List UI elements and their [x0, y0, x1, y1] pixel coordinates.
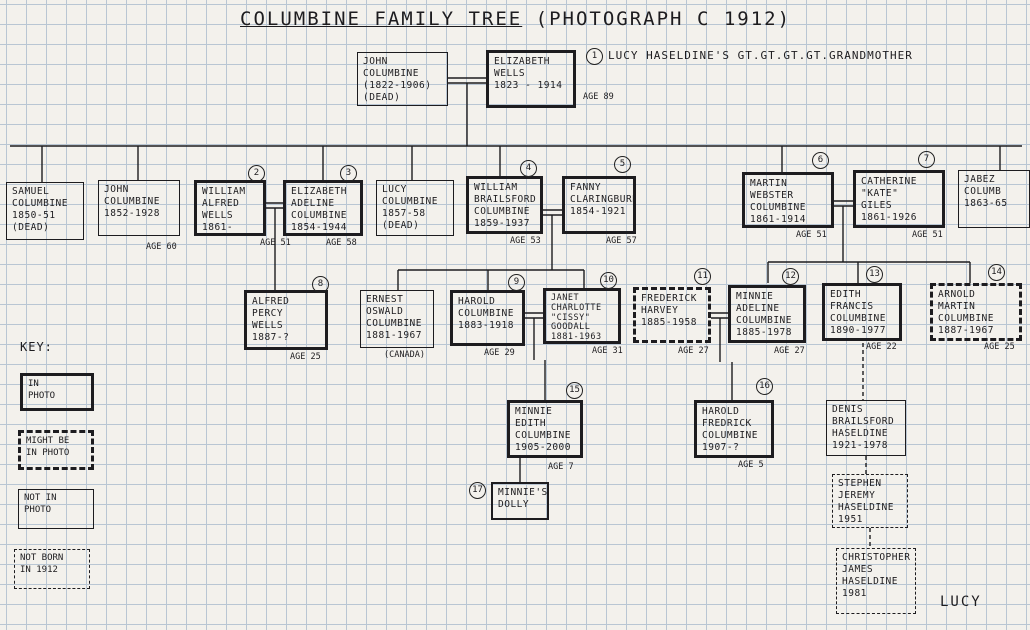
number-badge: 2 [248, 165, 265, 182]
key-might-be-in-photo: MIGHT BE IN PHOTO [18, 430, 94, 470]
number-badge: 11 [694, 268, 711, 285]
number-badge: 6 [812, 152, 829, 169]
person-janet-charlotte-goodall: JANET CHARLOTTE "CISSY" GOODALL 1881-196… [543, 288, 621, 344]
person-harold-columbine: HAROLD COLUMBINE 1883-1918 [450, 290, 525, 346]
key-title: KEY: [20, 340, 53, 354]
person-arnold-martin-columbine: ARNOLD MARTIN COLUMBINE 1887-1967 [930, 283, 1022, 341]
person-fanny-claringburn: FANNY CLARINGBURN 1854-1921 [562, 176, 636, 234]
number-badge: 15 [566, 382, 583, 399]
person-william-brailsford-columbine: WILLIAM BRAILSFORD COLUMBINE 1859-1937 [466, 176, 543, 234]
root-note: LUCY HASELDINE'S GT.GT.GT.GT.GRANDMOTHER [608, 49, 913, 62]
subtitle-text: (PHOTOGRAPH C 1912) [535, 8, 792, 30]
age-label: AGE 89 [583, 92, 614, 102]
age-label: AGE 51 [796, 230, 827, 240]
number-badge: 17 [469, 482, 486, 499]
person-harold-fredrick-columbine: HAROLD FREDRICK COLUMBINE 1907-? [694, 400, 774, 458]
number-badge: 16 [756, 378, 773, 395]
person-frederick-harvey: FREDERICK HARVEY 1885-1958 [633, 287, 711, 343]
person-jabez-columbine: JABEZ COLUMB 1863-65 [958, 170, 1030, 228]
age-label: AGE 29 [484, 348, 515, 358]
number-badge: 14 [988, 264, 1005, 281]
age-label: AGE 27 [774, 346, 805, 356]
signature: LUCY [940, 594, 982, 610]
age-label: AGE 5 [738, 460, 764, 470]
person-john-columbine: JOHN COLUMBINE (1822-1906)(DEAD) [357, 52, 448, 106]
number-badge: 4 [520, 160, 537, 177]
person-lucy-columbine: LUCY COLUMBINE 1857-58 (DEAD) [376, 180, 454, 236]
person-william-alfred-wells: WILLIAM ALFRED WELLS 1861- [194, 180, 266, 236]
key-not-in-photo: NOT IN PHOTO [18, 489, 94, 529]
key-in-photo: IN PHOTO [20, 373, 94, 411]
number-badge: 10 [600, 272, 617, 289]
person-elizabeth-adeline-columbine: ELIZABETH ADELINE COLUMBINE 1854-1944 [283, 180, 363, 236]
extra-label: (CANADA) [384, 350, 425, 360]
age-label: AGE 51 [912, 230, 943, 240]
person-ernest-oswald-columbine: ERNEST OSWALD COLUMBINE 1881-1967 [360, 290, 434, 348]
age-label: AGE 7 [548, 462, 574, 472]
number-badge: 7 [918, 151, 935, 168]
age-label: AGE 25 [984, 342, 1015, 352]
age-label: AGE 53 [510, 236, 541, 246]
person-minnie-edith-columbine: MINNIE EDITH COLUMBINE 1905-2000 [507, 400, 583, 458]
person-denis-brailsford-haseldine: DENIS BRAILSFORD HASELDINE 1921-1978 [826, 400, 906, 456]
number-badge: 9 [508, 274, 525, 291]
age-label: AGE 22 [866, 342, 897, 352]
person-alfred-percy-wells: ALFRED PERCY WELLS 1887-? [244, 290, 328, 350]
number-badge: 13 [866, 266, 883, 283]
person-catherine-giles: CATHERINE "KATE" GILES 1861-1926 [853, 170, 945, 228]
number-badge: 12 [782, 268, 799, 285]
number-badge: 5 [614, 156, 631, 173]
person-elizabeth-wells: ELIZABETH WELLS 1823 - 1914 [486, 50, 576, 108]
age-label: AGE 51 [260, 238, 291, 248]
person-stephen-jeremy-haseldine: STEPHEN JEREMY HASELDINE 1951 [832, 474, 908, 528]
person-minnie-adeline-columbine: MINNIE ADELINE COLUMBINE 1885-1978 [728, 285, 806, 343]
person-samuel-columbine: SAMUEL COLUMBINE 1850-51 (DEAD) [6, 182, 84, 240]
number-badge: 8 [312, 276, 329, 293]
age-label: AGE 60 [146, 242, 177, 252]
person-martin-webster-columbine: MARTIN WEBSTER COLUMBINE 1861-1914 [742, 172, 834, 228]
title-text: COLUMBINE FAMILY TREE [240, 8, 523, 30]
person-edith-francis-columbine: EDITH FRANCIS COLUMBINE 1890-1977 [822, 283, 902, 341]
age-label: AGE 25 [290, 352, 321, 362]
page-title: COLUMBINE FAMILY TREE (PHOTOGRAPH C 1912… [240, 8, 791, 30]
age-label: AGE 57 [606, 236, 637, 246]
number-badge: 1 [586, 48, 603, 65]
age-label: AGE 27 [678, 346, 709, 356]
age-label: AGE 31 [592, 346, 623, 356]
minnies-dolly: MINNIE'S DOLLY [491, 482, 549, 520]
key-not-born-in-1912: NOT BORN IN 1912 [14, 549, 90, 589]
person-christopher-james-haseldine: CHRISTOPHER JAMES HASELDINE 1981 [836, 548, 916, 614]
number-badge: 3 [340, 165, 357, 182]
person-john-columbine-2: JOHN COLUMBINE 1852-1928 [98, 180, 180, 236]
age-label: AGE 58 [326, 238, 357, 248]
